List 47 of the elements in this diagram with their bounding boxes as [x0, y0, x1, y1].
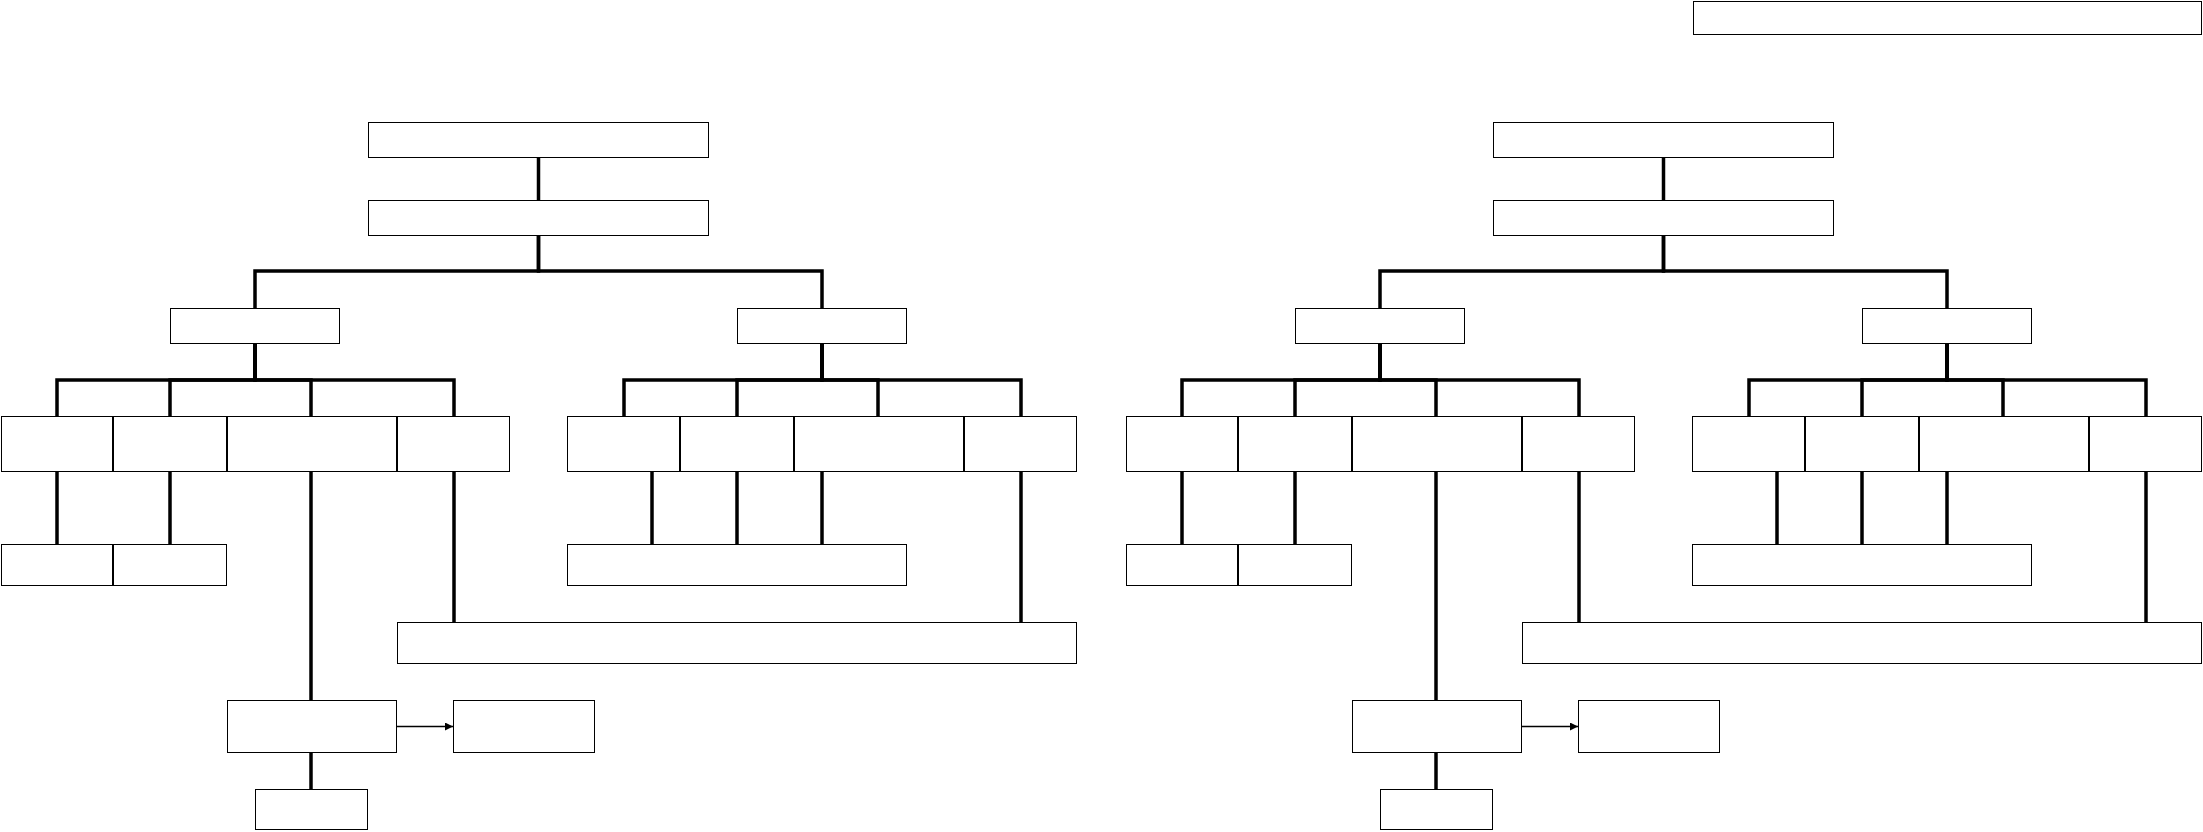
- arrow: [1521, 722, 1579, 731]
- empty-box: [1295, 308, 1465, 344]
- connector-line: [253, 344, 456, 416]
- empty-box: [1692, 544, 2032, 586]
- connector-line: [452, 472, 456, 622]
- empty-box: [227, 700, 397, 753]
- connector-line: [1293, 472, 1297, 544]
- connector-line: [2144, 472, 2148, 622]
- empty-box: [397, 622, 1077, 664]
- empty-box: [1862, 308, 2032, 344]
- empty-box: [170, 308, 340, 344]
- empty-box: [1493, 200, 1834, 236]
- connector-line: [735, 472, 739, 544]
- connector-line: [536, 158, 541, 200]
- connector-line: [1577, 472, 1581, 622]
- connector-line: [1180, 472, 1184, 544]
- connector-line: [820, 344, 1023, 416]
- empty-box: [453, 700, 595, 753]
- empty-box: [1522, 622, 2202, 664]
- empty-box: [1493, 122, 1834, 158]
- connector-line: [168, 472, 172, 544]
- connector-line: [650, 472, 654, 544]
- connector-line: [1019, 472, 1023, 622]
- empty-box: [368, 200, 709, 236]
- connector-line: [1945, 344, 2148, 416]
- connector-line: [536, 236, 824, 308]
- empty-box: [368, 122, 709, 158]
- empty-box: [1380, 789, 1493, 830]
- connector-line: [1661, 236, 1949, 308]
- connector-line: [309, 753, 313, 789]
- connector-line: [1378, 344, 1581, 416]
- connector-line: [1860, 472, 1864, 544]
- connector-line: [1661, 158, 1666, 200]
- connector-line: [820, 472, 824, 544]
- connector-line: [1434, 753, 1438, 789]
- connector-line: [309, 472, 313, 700]
- empty-box: [255, 789, 368, 830]
- empty-box: [737, 308, 907, 344]
- empty-box: [567, 544, 907, 586]
- connector-line: [1775, 472, 1779, 544]
- empty-box: [1693, 1, 2202, 35]
- arrow: [396, 722, 454, 731]
- empty-box: [1352, 700, 1522, 753]
- empty-box: [1578, 700, 1720, 753]
- connector-line: [1945, 472, 1949, 544]
- connector-line: [1434, 472, 1438, 700]
- connector-line: [55, 472, 59, 544]
